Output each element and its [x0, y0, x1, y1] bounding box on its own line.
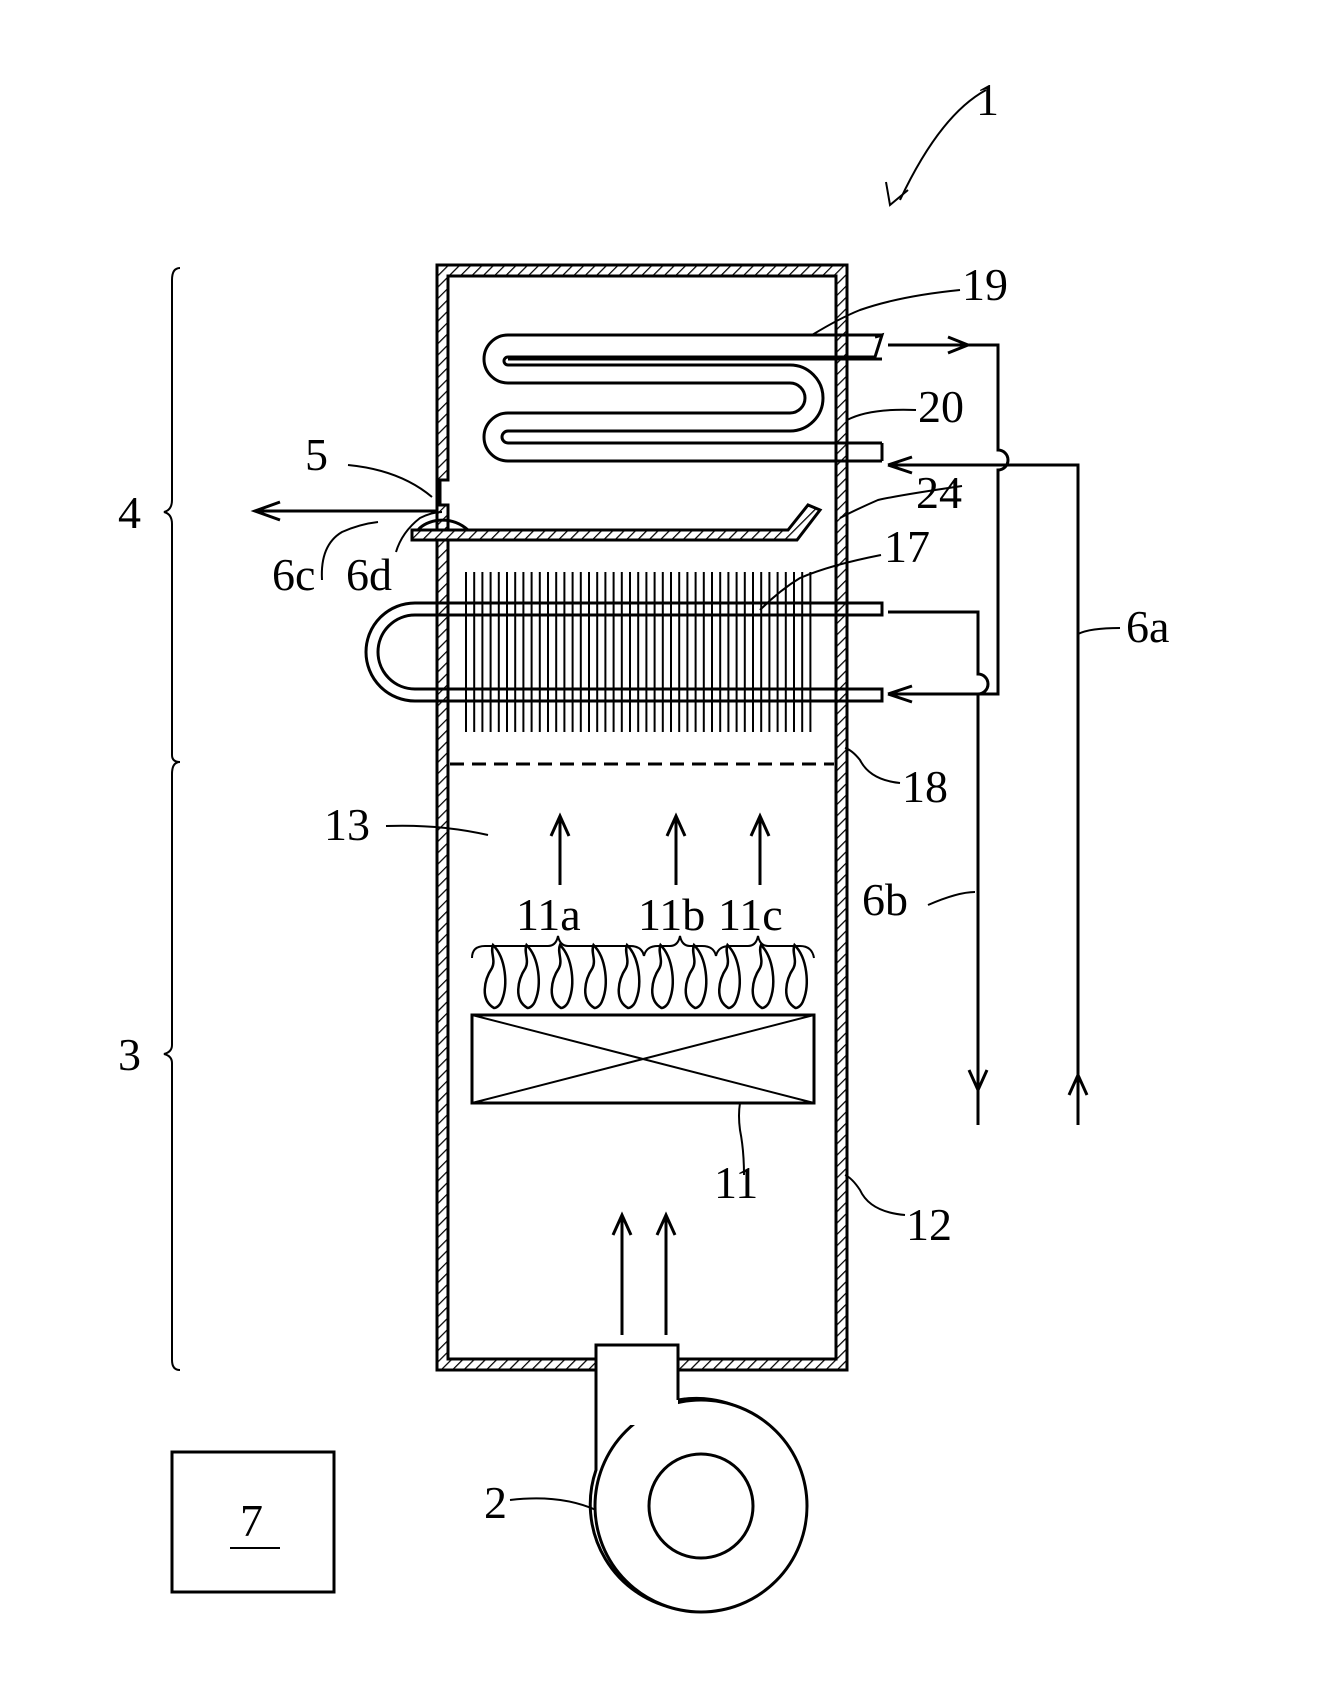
label-burner-group-c: 11c — [718, 889, 783, 940]
flames — [485, 945, 807, 1008]
label-partition: 18 — [902, 761, 948, 812]
label-pipe-drain-end: 6d — [346, 549, 392, 600]
flame — [485, 945, 505, 1008]
label-primary-heat-exchanger: 17 — [884, 521, 930, 572]
label-pipe-inlet: 6a — [1126, 601, 1169, 652]
section-braces — [164, 268, 180, 1370]
label-device: 1 — [976, 74, 999, 125]
fan — [590, 1345, 807, 1612]
reference-labels: 1 19 20 5 4 24 6c 6d 17 6a 18 13 6b 11a … — [118, 74, 1169, 1546]
flame — [753, 945, 773, 1008]
label-burner: 11 — [714, 1157, 758, 1208]
label-drain-receiver: 24 — [916, 467, 962, 518]
flame — [652, 945, 672, 1008]
label-controller: 7 — [240, 1495, 263, 1546]
label-casing: 12 — [906, 1199, 952, 1250]
flame — [585, 945, 605, 1008]
flame — [552, 945, 572, 1008]
label-combustion-section: 3 — [118, 1029, 141, 1080]
flame — [686, 945, 706, 1008]
label-burner-group-b: 11b — [638, 889, 705, 940]
label-burner-group-a: 11a — [516, 889, 581, 940]
flame — [786, 945, 806, 1008]
flame — [619, 945, 639, 1008]
label-pipe-outlet: 6b — [862, 874, 908, 925]
label-secondary-chamber: 20 — [918, 381, 964, 432]
label-combustion-chamber: 13 — [324, 799, 370, 850]
label-secondary-heat-exchanger: 19 — [962, 259, 1008, 310]
flame — [719, 945, 739, 1008]
label-pipe-drain: 6c — [272, 549, 315, 600]
heat-exchanger-fins — [466, 572, 810, 732]
flame — [518, 945, 538, 1008]
secondary-heat-exchanger — [484, 335, 882, 461]
label-heat-exchange-section: 4 — [118, 487, 141, 538]
drain-receiver — [412, 505, 820, 540]
burner — [472, 1015, 814, 1103]
label-fan: 2 — [484, 1477, 507, 1528]
label-exhaust-port: 5 — [305, 429, 328, 480]
